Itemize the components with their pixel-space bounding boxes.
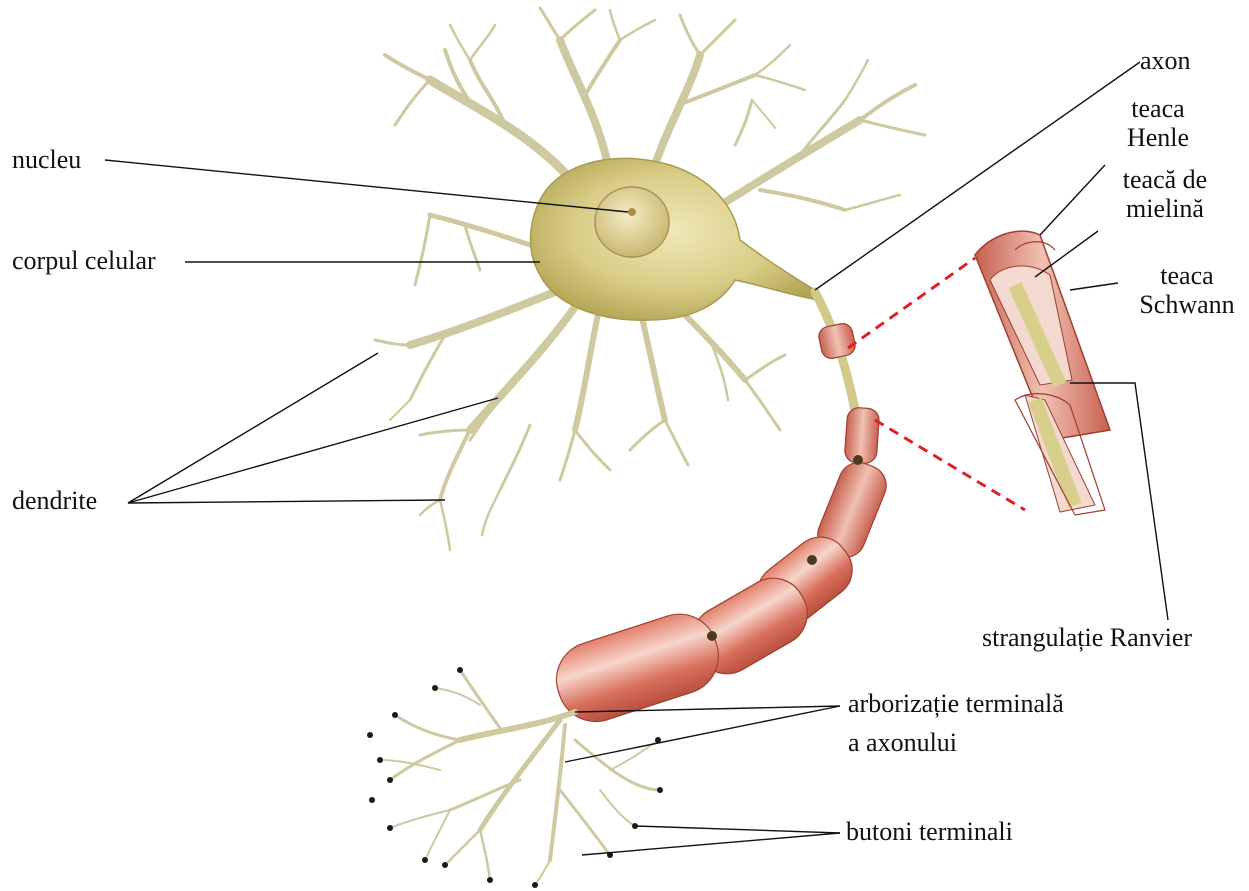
node-of-ranvier (707, 631, 717, 641)
label-teaca-schwann-line1: teaca (1128, 262, 1246, 291)
label-teaca-henle: teaca Henle (1108, 95, 1208, 152)
label-teaca-mielina-line2: mielină (1100, 195, 1230, 224)
node-of-ranvier (853, 455, 863, 465)
nucleolus (628, 208, 636, 216)
nucleus (595, 187, 669, 257)
label-teaca-mielina: teacă de mielină (1100, 166, 1230, 223)
label-teaca-henle-line2: Henle (1108, 124, 1208, 153)
label-teaca-henle-line1: teaca (1108, 95, 1208, 124)
label-teaca-mielina-line1: teacă de (1100, 166, 1230, 195)
cell-body (531, 158, 818, 320)
label-dendrite: dendrite (12, 487, 97, 516)
label-nucleu: nucleu (12, 146, 81, 175)
label-axon: axon (1140, 47, 1191, 76)
label-arborizatie-terminala: arborizație terminală a axonului (848, 690, 1064, 757)
label-teaca-schwann-line2: Schwann (1128, 291, 1246, 320)
node-of-ranvier (807, 555, 817, 565)
myelin-segments (547, 322, 893, 732)
label-strangulatie-ranvier: strangulație Ranvier (982, 624, 1192, 653)
label-butoni-terminali: butoni terminali (846, 818, 1013, 847)
label-corpul-celular: corpul celular (12, 247, 156, 276)
label-arborizatie-line2: a axonului (848, 729, 1064, 758)
axon (547, 292, 893, 731)
sheath-detail (975, 231, 1110, 515)
label-arborizatie-line1: arborizație terminală (848, 690, 1064, 719)
label-teaca-schwann: teaca Schwann (1128, 262, 1246, 319)
